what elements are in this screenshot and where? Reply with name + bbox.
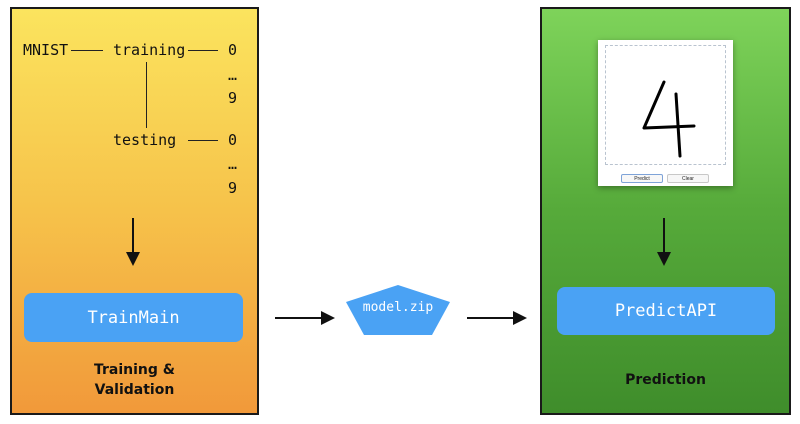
- training-digit-ellipsis: …: [228, 66, 238, 84]
- testing-digit-ellipsis: …: [228, 155, 238, 173]
- prediction-caption: Prediction: [625, 372, 706, 388]
- training-panel: [10, 7, 259, 415]
- digit-drawing-app: Predict Clear: [598, 40, 733, 186]
- model-zip-shape: [346, 285, 450, 335]
- right-arrow-to-prediction: [467, 311, 527, 325]
- training-digit-0: 0: [228, 41, 238, 59]
- down-arrow-training: [126, 218, 140, 266]
- handwritten-digit-four: [642, 80, 696, 158]
- training-digit-9: 9: [228, 89, 238, 107]
- right-arrow-to-model: [275, 311, 335, 325]
- training-caption-line1: Training &: [94, 362, 175, 378]
- mnist-connector: [71, 50, 103, 51]
- testing-connector: [188, 140, 218, 141]
- drawing-canvas[interactable]: [605, 45, 726, 165]
- trainmain-box: TrainMain: [24, 293, 243, 342]
- testing-digit-0: 0: [228, 131, 238, 149]
- training-caption-line2: Validation: [94, 382, 175, 398]
- training-connector: [188, 50, 218, 51]
- down-arrow-prediction: [657, 218, 671, 266]
- training-label: training: [113, 41, 186, 59]
- mnist-label: MNIST: [23, 41, 69, 59]
- testing-label: testing: [113, 131, 177, 149]
- training-caption: Training & Validation: [10, 360, 259, 400]
- testing-digit-9: 9: [228, 179, 238, 197]
- app-predict-button[interactable]: Predict: [621, 174, 663, 183]
- split-connector: [146, 62, 147, 128]
- app-clear-button[interactable]: Clear: [667, 174, 709, 183]
- model-zip-label: model.zip: [362, 300, 434, 315]
- predictapi-box: PredictAPI: [557, 287, 775, 335]
